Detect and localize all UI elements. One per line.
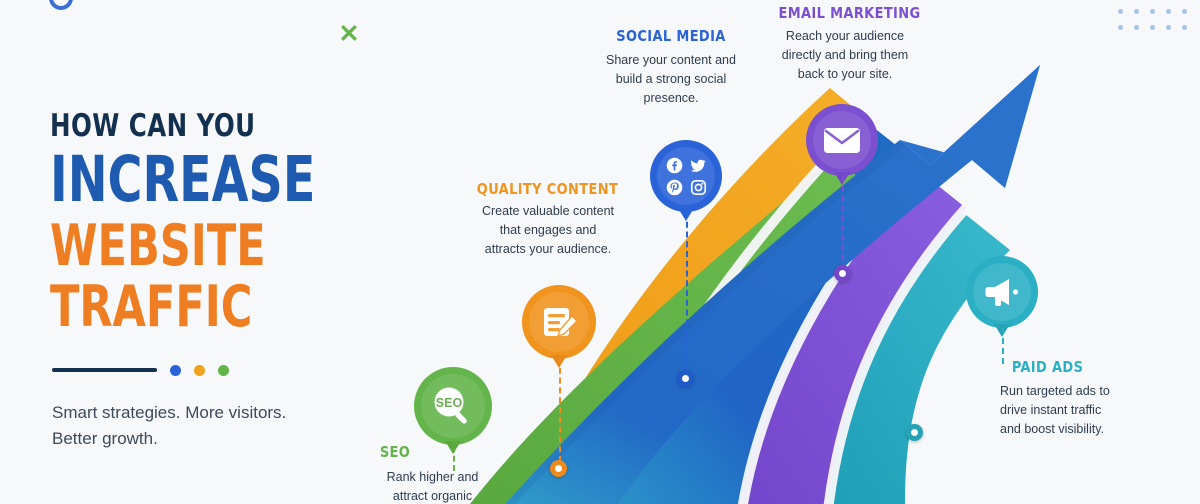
node-desc-line: directly and bring them [781,48,909,62]
instagram-icon [690,179,706,195]
connector-seo [453,437,455,471]
node-desc-line: Rank higher and [386,470,479,484]
pin-inner-ring [529,292,589,352]
node-desc-paid-ads: Run targeted ads to drive instant traffi… [1000,382,1140,439]
node-desc-quality-content: Create valuable content that engages and… [468,202,628,259]
twitter-icon [690,159,706,172]
node-desc-line: back to your site. [797,67,893,81]
subtitle-line-2: Better growth. [52,429,158,449]
node-label-paid-ads: PAID ADS [1011,358,1084,376]
envelope-icon [824,128,860,153]
megaphone-icon [985,279,1019,306]
ringmark-social-media [677,370,694,387]
node-desc-seo: Rank higher and attract organic [345,468,520,504]
ringmark-email-marketing [834,265,851,282]
divider-dot-blue [170,364,181,376]
node-desc-line: drive instant traffic [1000,403,1102,417]
decorative-cross-icon: ✕ [338,20,360,48]
pin-social-media[interactable] [650,140,722,212]
headline-line-1: HOW CAN YOU [50,108,256,144]
social-icon-grid [664,155,709,197]
facebook-icon [666,157,682,173]
node-desc-email-marketing: Reach your audience directly and bring t… [765,27,925,84]
decorative-dot-grid [1112,4,1192,36]
pin-bulb-seo: SEO [414,367,492,445]
node-label-email-marketing: EMAIL MARKETING [778,4,921,22]
pin-bulb-paid-ads [966,256,1038,328]
pin-inner-ring [973,263,1031,321]
divider-row [52,364,470,376]
node-desc-social-media: Share your content and build a strong so… [595,51,747,108]
pin-quality-content[interactable] [522,285,596,359]
pin-email-marketing[interactable] [806,104,878,176]
node-desc-line: attracts your audience. [484,242,612,256]
node-desc-line: presence. [643,91,699,105]
node-label-social-media: SOCIAL MEDIA [616,27,726,45]
pin-bulb-social-media [650,140,722,212]
node-desc-line: Reach your audience [785,29,905,43]
node-desc-line: attract organic [392,489,473,503]
pinterest-icon [666,179,682,195]
node-desc-line: Run targeted ads to [1000,384,1110,398]
subtitle-block: Smart strategies. More visitors. Better … [52,400,470,453]
pin-inner-ring [657,147,715,205]
subtitle-line-1: Smart strategies. More visitors. [52,402,287,422]
ringmark-quality-content [550,460,567,477]
pin-bulb-email-marketing [806,104,878,176]
node-label-seo: SEO [379,443,411,461]
seo-magnifier-icon: SEO [434,387,467,424]
document-pencil-icon [544,308,578,338]
connector-email-marketing [842,176,844,270]
node-desc-line: and boost visibility. [1000,422,1104,436]
pin-seo[interactable]: SEO [414,367,492,445]
node-desc-line: Create valuable content [481,204,615,218]
connector-paid-ads [1002,328,1004,364]
divider-dot-green [218,364,229,376]
node-label-quality-content: QUALITY CONTENT [476,180,619,198]
headline-line-2: INCREASE [50,142,316,216]
node-desc-line: that engages and [499,223,597,237]
pin-inner-ring [813,111,871,169]
pin-inner-ring [421,374,485,438]
pin-paid-ads[interactable] [966,256,1038,328]
headline-block: HOW CAN YOU INCREASE WEBSITE TRAFFIC Sma… [50,110,470,452]
headline-line-3: WEBSITE TRAFFIC [50,212,266,341]
connector-social-media [686,212,688,374]
pin-bulb-quality-content [522,285,596,359]
node-desc-line: build a strong social [615,72,727,86]
svg-text:SEO: SEO [436,396,463,410]
connector-quality-content [559,358,561,462]
ringmark-paid-ads [906,424,923,441]
divider-dot-orange [194,364,205,376]
divider-bar [52,368,157,373]
node-desc-line: Share your content and [606,53,736,67]
